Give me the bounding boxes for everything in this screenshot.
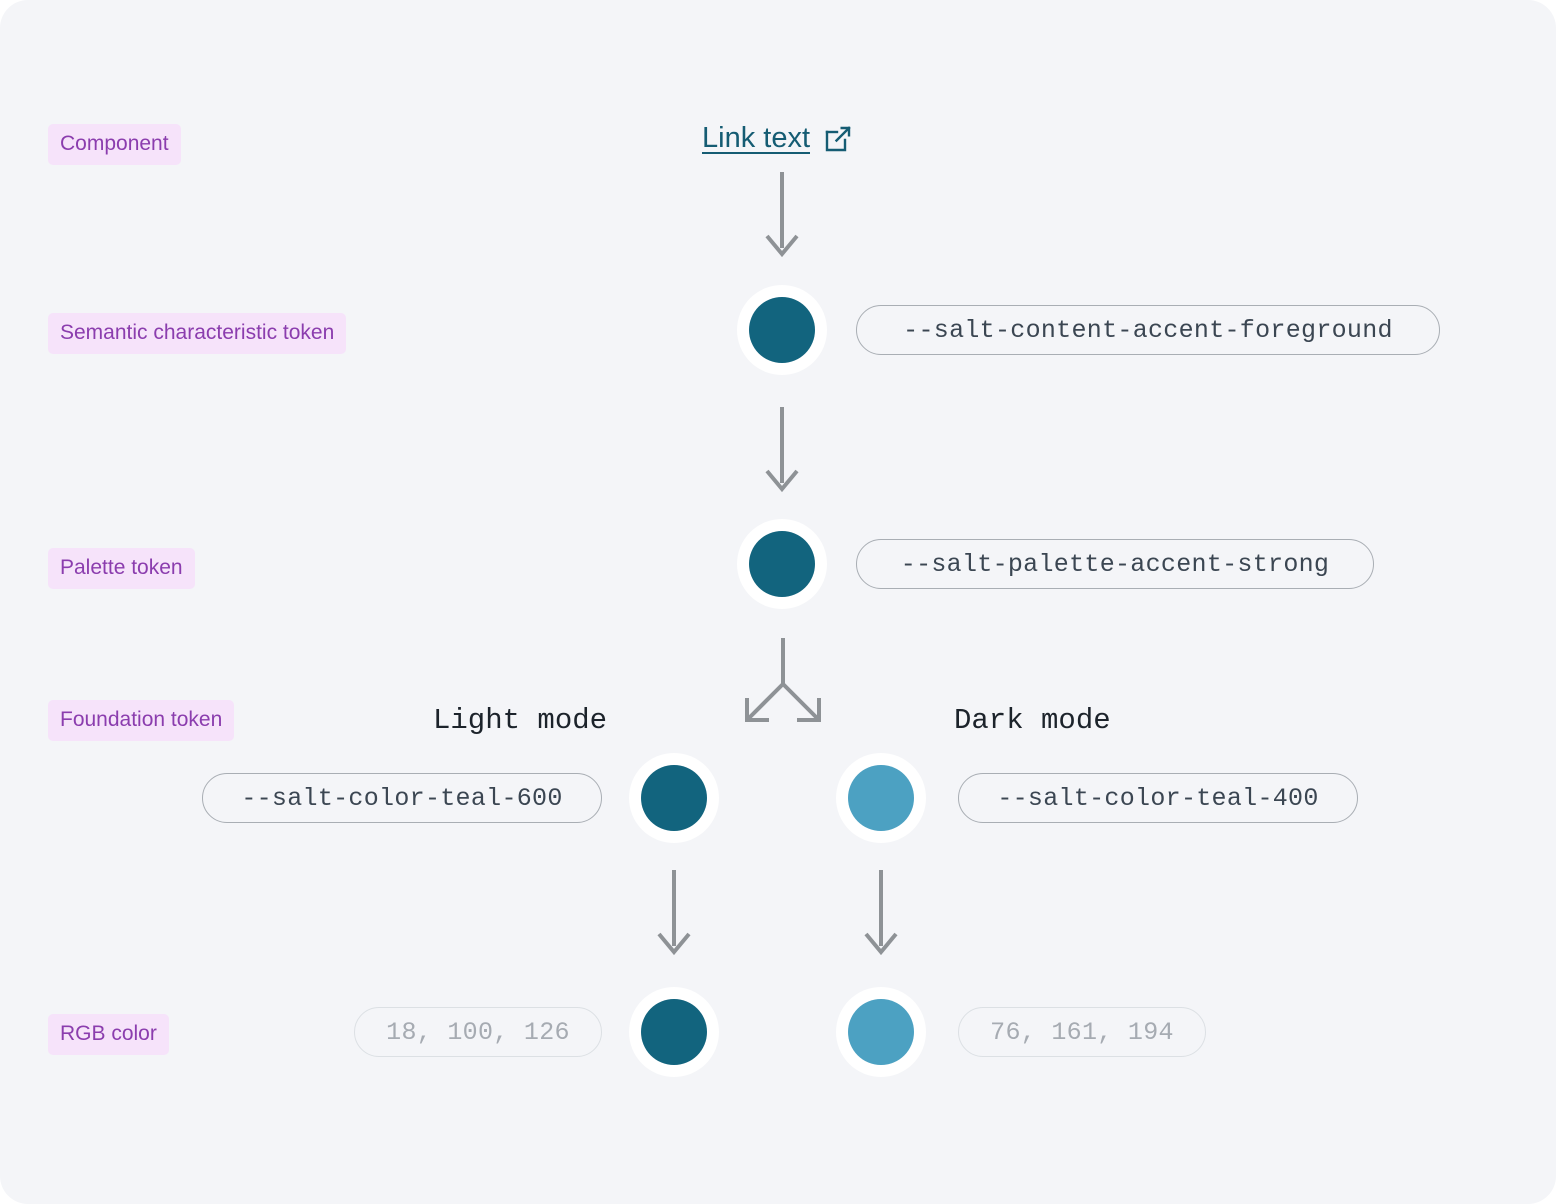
arrow-component-to-semantic — [761, 170, 803, 267]
token-pill-semantic[interactable]: --salt-content-accent-foreground — [856, 305, 1440, 355]
link-label[interactable]: Link text — [702, 122, 810, 154]
swatch-foundation-light — [629, 753, 719, 843]
swatch-dot — [848, 999, 914, 1065]
swatch-rgb-dark — [836, 987, 926, 1077]
swatch-semantic-token — [737, 285, 827, 375]
arrow-palette-branch — [735, 636, 831, 733]
row-label-foundation-token: Foundation token — [48, 700, 235, 741]
row-label-semantic-token: Semantic characteristic token — [48, 313, 347, 354]
token-pill-foundation-dark[interactable]: --salt-color-teal-400 — [958, 773, 1358, 823]
rgb-pill-dark[interactable]: 76, 161, 194 — [958, 1007, 1206, 1057]
arrow-foundation-dark-to-rgb — [860, 868, 902, 965]
label-dark-mode: Dark mode — [954, 704, 1111, 737]
arrow-semantic-to-palette — [761, 405, 803, 502]
swatch-dot — [641, 765, 707, 831]
row-label-rgb-color: RGB color — [48, 1014, 169, 1055]
swatch-palette-token — [737, 519, 827, 609]
swatch-dot — [749, 531, 815, 597]
link-text-component[interactable]: Link text — [702, 122, 852, 155]
row-label-component: Component — [48, 124, 181, 165]
swatch-dot — [848, 765, 914, 831]
swatch-dot — [641, 999, 707, 1065]
token-pill-foundation-light[interactable]: --salt-color-teal-600 — [202, 773, 602, 823]
swatch-foundation-dark — [836, 753, 926, 843]
swatch-dot — [749, 297, 815, 363]
token-pill-palette[interactable]: --salt-palette-accent-strong — [856, 539, 1374, 589]
external-link-icon — [824, 125, 852, 153]
swatch-rgb-light — [629, 987, 719, 1077]
rgb-pill-light[interactable]: 18, 100, 126 — [354, 1007, 602, 1057]
label-light-mode: Light mode — [433, 704, 608, 737]
arrow-foundation-light-to-rgb — [653, 868, 695, 965]
row-label-palette-token: Palette token — [48, 548, 195, 589]
